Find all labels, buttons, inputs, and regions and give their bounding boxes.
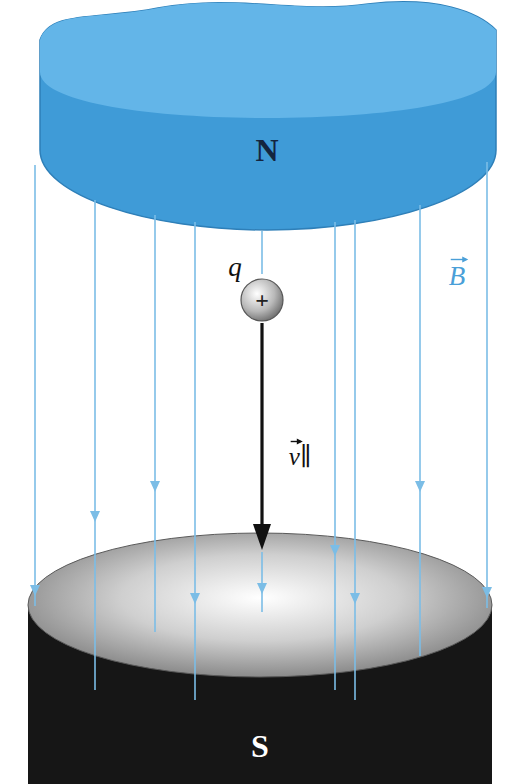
charge-sphere: [241, 279, 283, 321]
point-charge: q+: [220, 252, 290, 328]
magnet-body: [40, 2, 496, 230]
field-arrowhead: [257, 583, 267, 594]
field-line: [419, 205, 421, 656]
charge-symbol: q: [228, 252, 242, 283]
field-arrowhead: [90, 511, 100, 522]
velocity-arrow: [260, 323, 263, 526]
field-line: [261, 552, 263, 612]
field-line: [334, 222, 336, 690]
magnet-face: [40, 2, 496, 118]
pole-label: S: [251, 728, 269, 765]
field-arrowhead: [190, 593, 200, 604]
field-arrowhead: [330, 545, 340, 556]
field-line: [354, 220, 356, 700]
velocity-vector-label: v∥: [289, 442, 312, 471]
magnet-face: [28, 533, 492, 677]
field-line: [486, 162, 488, 608]
field-arrowhead: [150, 481, 160, 492]
pole-label: N: [255, 132, 278, 169]
velocity-arrowhead: [253, 524, 271, 550]
field-vector-label: B: [449, 261, 466, 292]
field-line: [261, 231, 263, 274]
field-arrowhead: [350, 593, 360, 604]
charge-sign: +: [255, 287, 269, 314]
field-arrowhead: [415, 481, 425, 492]
field-line: [194, 222, 196, 700]
south-pole-magnet: S: [28, 520, 492, 784]
north-pole-magnet: N: [38, 0, 498, 232]
field-line: [94, 200, 96, 690]
north-pole-magnet-outline: [38, 0, 498, 232]
field-arrowhead: [482, 587, 492, 598]
field-arrowhead: [30, 585, 40, 596]
field-line: [34, 165, 36, 606]
field-line: [154, 215, 156, 632]
